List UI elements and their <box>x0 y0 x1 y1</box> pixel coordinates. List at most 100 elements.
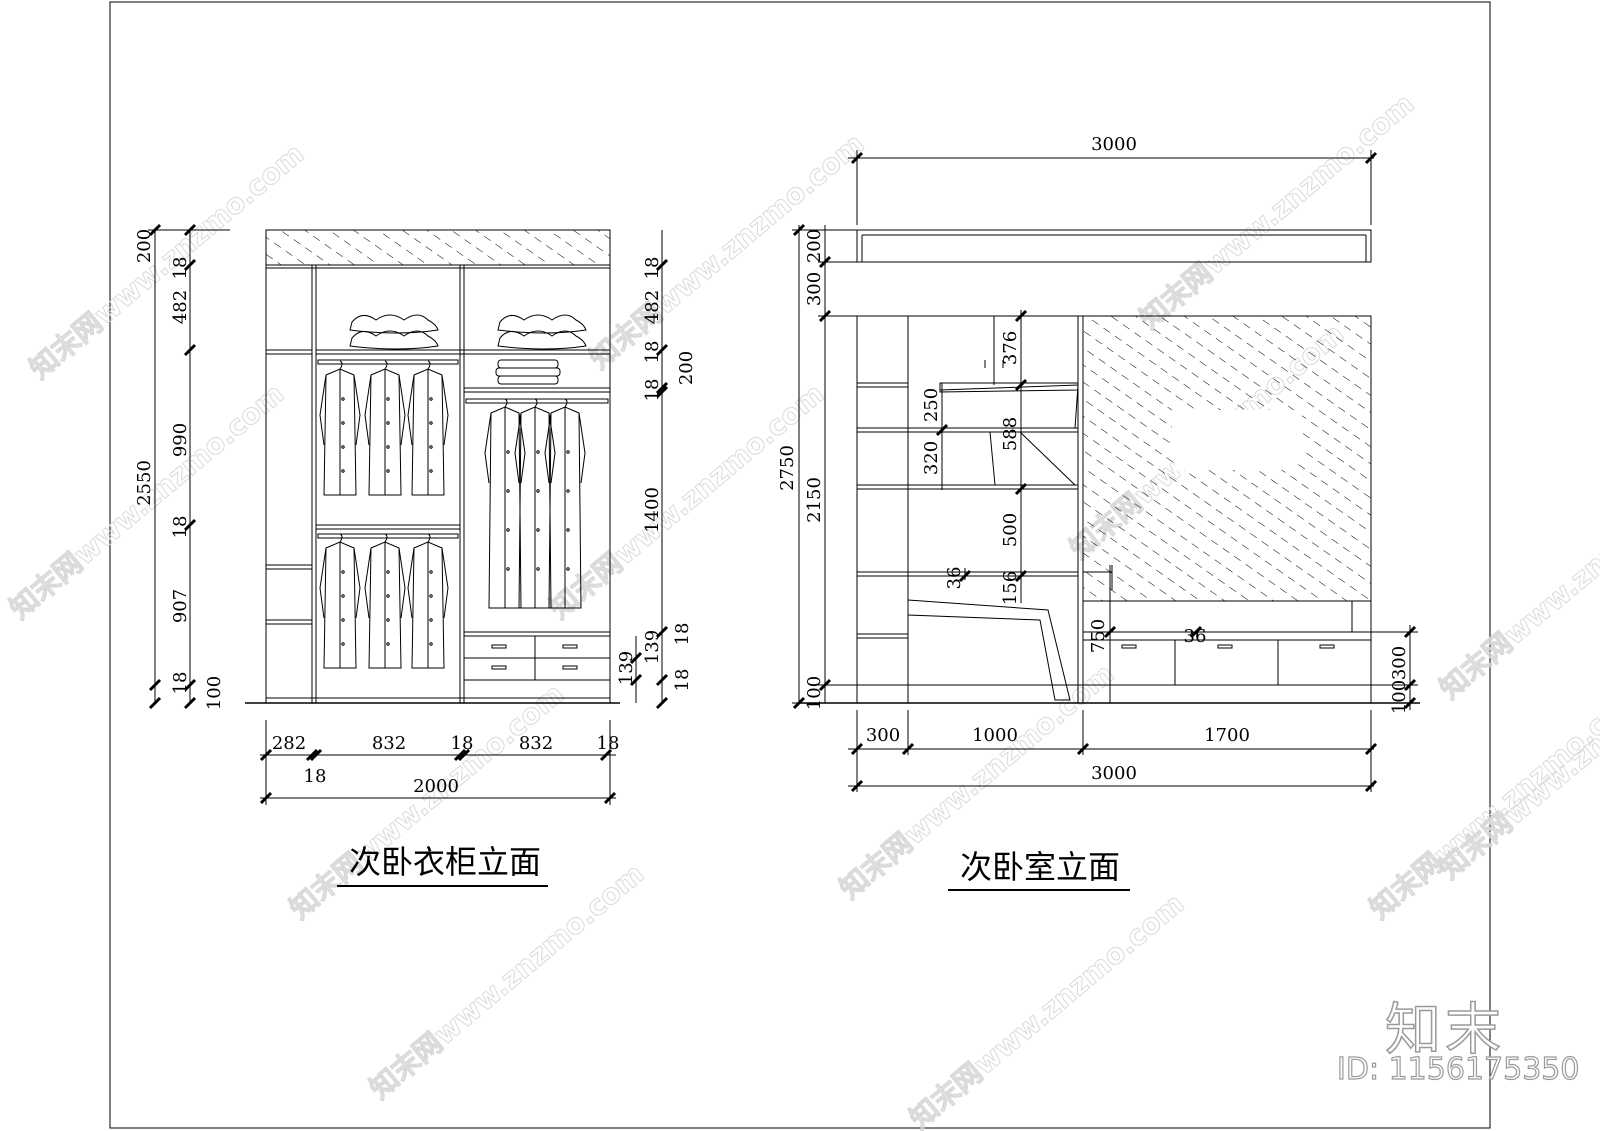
hanging-rod <box>317 533 459 539</box>
dim-label: 1700 <box>1204 725 1250 746</box>
dimension-tick <box>655 625 669 639</box>
bedroom-elevation: 3000 200 300 2750 2150 100 376 250 588 3… <box>777 134 1420 891</box>
dimension-tick <box>305 748 319 762</box>
dim-label: 36 <box>1184 626 1207 647</box>
dimension-tick <box>655 696 669 710</box>
dimension-tick <box>958 569 972 583</box>
svg-text:知末网www.znzmo.com: 知末网www.znzmo.com <box>283 677 570 925</box>
dimension-tick <box>309 748 323 762</box>
dimension-tick <box>183 518 197 532</box>
dimension-tick <box>655 258 669 272</box>
dim-label: 18 <box>170 516 191 539</box>
dim-label: 300 <box>866 725 900 746</box>
dim-total-width: 2000 <box>413 776 459 797</box>
dim-label: 36 <box>944 567 965 590</box>
dimension-tick <box>1014 309 1028 323</box>
dimension-tick <box>1014 569 1028 583</box>
dimension-tick <box>148 696 162 710</box>
dim-label: 1400 <box>642 487 663 533</box>
asset-id: ID: 1156175350 <box>1336 1051 1580 1087</box>
dim-label: 100 <box>1389 680 1410 714</box>
dimension-tick <box>1403 696 1417 710</box>
hanging-coats-icon <box>319 533 449 669</box>
dim-label: 250 <box>921 388 942 422</box>
ceiling-band <box>856 229 1372 263</box>
dim-label: 18 <box>672 623 693 646</box>
dim-label: 18 <box>451 733 474 754</box>
dim-label: 500 <box>1000 513 1021 547</box>
dim-label: 750 <box>1088 619 1109 653</box>
svg-text:知末网www.znzmo.com: 知末网www.znzmo.com <box>583 127 870 375</box>
dim-label: 1000 <box>972 725 1018 746</box>
dim-label: 3000 <box>1091 134 1137 155</box>
dim-label: 100 <box>804 676 825 710</box>
dimension-tick <box>935 423 949 437</box>
sheet-border <box>109 1 1491 1129</box>
dim-total-height: 2550 <box>134 460 155 506</box>
dim-label: 139 <box>616 651 637 685</box>
dimension-tick <box>599 748 613 762</box>
dimension-tick <box>259 791 273 805</box>
hanging-coats-icon <box>319 360 449 496</box>
dim-label: 200 <box>134 229 155 263</box>
dimension-tick <box>1364 151 1378 165</box>
dimension-tick <box>792 223 806 237</box>
dim-label: 320 <box>921 441 942 475</box>
dim-label: 588 <box>1000 417 1021 451</box>
dimension-tick <box>818 255 832 269</box>
dimension-tick <box>1364 779 1378 793</box>
wardrobe-soffit <box>265 229 611 266</box>
dimension-tick <box>603 791 617 805</box>
dimension-tick <box>850 779 864 793</box>
dimension-tick <box>1189 625 1203 639</box>
dimension-tick <box>1014 378 1028 392</box>
dimension-tick <box>1403 678 1417 692</box>
dimension-tick <box>850 742 864 756</box>
dimension-tick <box>457 748 471 762</box>
wardrobe-title: 次卧衣柜立面 <box>349 843 541 881</box>
dim-label: 156 <box>1000 571 1021 605</box>
svg-text:知末网www.znzmo.com: 知末网www.znzmo.com <box>543 377 830 625</box>
dimension-tick <box>259 748 273 762</box>
dim-label: 139 <box>642 630 663 664</box>
wardrobe-frame <box>265 264 611 704</box>
dim-label: 907 <box>170 589 191 623</box>
dimension-tick <box>818 309 832 323</box>
dimension-tick <box>148 223 162 237</box>
dim-label: 18 <box>672 669 693 692</box>
brand-logo: 知末 <box>1384 997 1505 1064</box>
dim-label: 990 <box>170 423 191 457</box>
dim-label: 482 <box>170 290 191 324</box>
dim-label: 100 <box>204 676 225 710</box>
hanging-long-coats-icon <box>484 398 586 609</box>
dimension-tick <box>655 381 669 395</box>
dim-label: 832 <box>519 733 553 754</box>
dim-label: 2150 <box>804 477 825 523</box>
dimension-tick <box>655 673 669 687</box>
dim-label: 18 <box>642 379 663 402</box>
hanging-rod <box>317 359 459 365</box>
dimension-tick <box>453 748 467 762</box>
dim-label: 282 <box>272 733 306 754</box>
dimension-tick <box>1103 625 1117 639</box>
dim-label: 200 <box>804 229 825 263</box>
dimension-tick <box>183 343 197 357</box>
dimension-tick <box>1014 482 1028 496</box>
dimension-tick <box>629 673 643 687</box>
svg-text:知末网www.znzmo.com: 知末网www.znzmo.com <box>903 887 1190 1131</box>
dimension-tick <box>183 696 197 710</box>
dim-label: 300 <box>1389 646 1410 680</box>
dim-total-width: 3000 <box>1091 763 1137 784</box>
dimension-tick <box>850 151 864 165</box>
dim-label: 376 <box>1000 331 1021 365</box>
svg-text:知末网www.znzmo.com: 知末网www.znzmo.com <box>1433 457 1600 705</box>
dim-label: 18 <box>304 766 327 787</box>
dim-label: 18 <box>170 257 191 280</box>
folded-clothes-icon <box>349 314 587 385</box>
dimension-tick <box>655 343 669 357</box>
dimension-tick <box>183 223 197 237</box>
dim-label: 300 <box>804 272 825 306</box>
dimension-tick <box>1076 742 1090 756</box>
